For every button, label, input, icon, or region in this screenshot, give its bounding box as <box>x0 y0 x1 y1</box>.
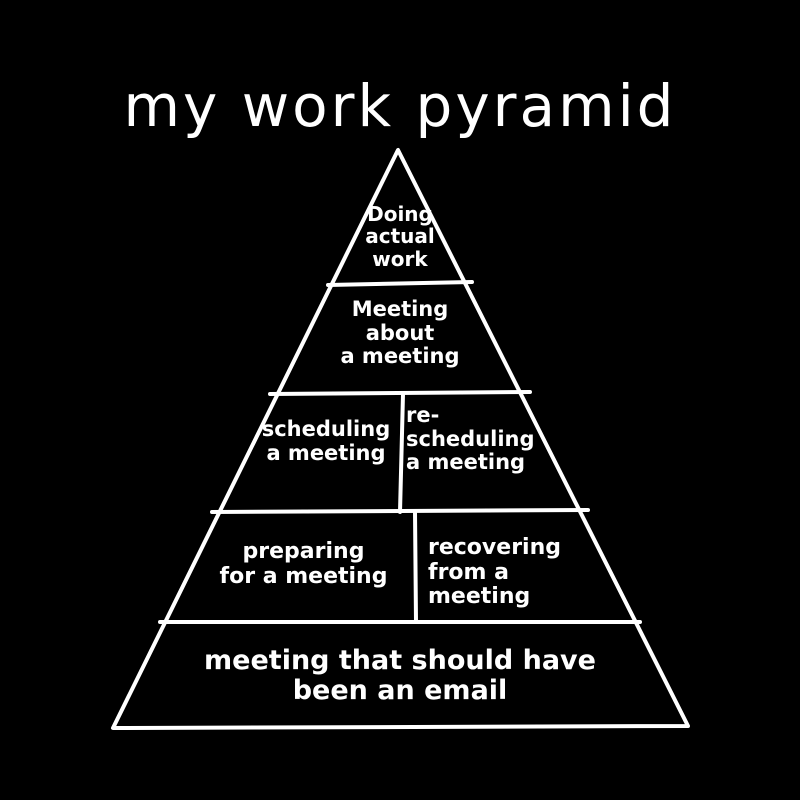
page-title: my work pyramid <box>123 72 677 140</box>
tier-divider-2 <box>268 390 532 396</box>
tier-3-rescheduling-a-meeting: re- scheduling a meeting <box>406 403 535 475</box>
pyramid-border <box>111 148 690 730</box>
tier-1-doing-actual-work: Doing actual work <box>365 202 435 271</box>
cell-divider-4 <box>413 510 418 624</box>
cell-divider-3 <box>398 392 405 514</box>
tier-3-scheduling-a-meeting: scheduling a meeting <box>261 417 391 465</box>
tier-5-meeting-that-should-have-been-an-email: meeting that should have been an email <box>204 645 596 707</box>
tier-4-recovering-from-a-meeting: recovering from a meeting <box>428 535 561 610</box>
tier-4-preparing-for-a-meeting: preparing for a meeting <box>219 539 388 589</box>
tier-2-meeting-about-a-meeting: Meeting about a meeting <box>340 297 460 369</box>
tier-divider-1 <box>326 280 474 287</box>
